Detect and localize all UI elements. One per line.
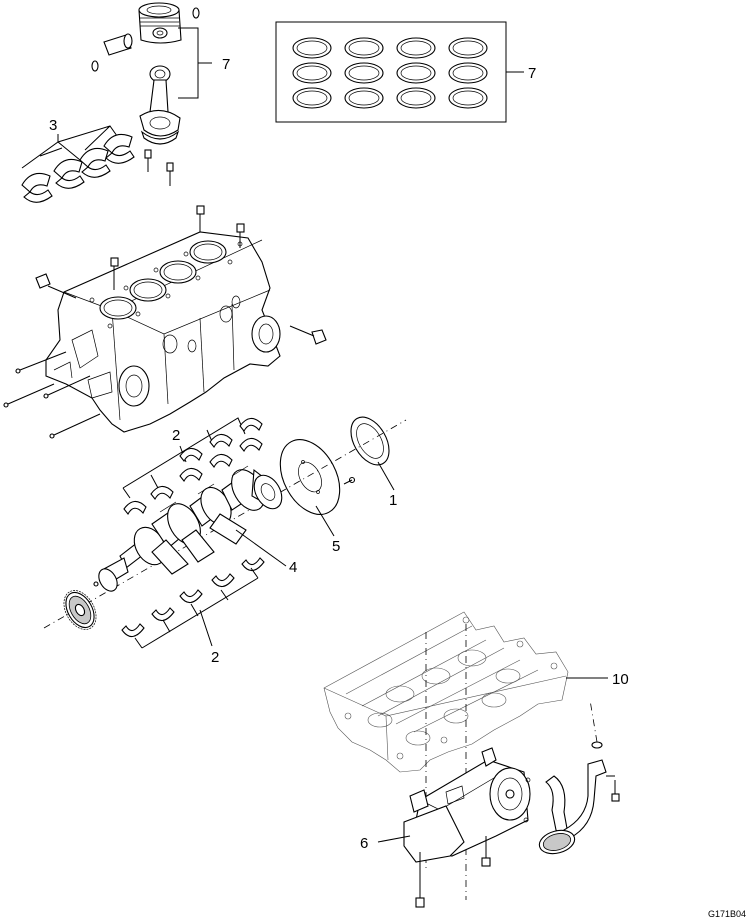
pickup-bolt [606,775,620,802]
leader-rear-seal [377,461,395,491]
oil-pump-bolt-2 [481,836,491,867]
callout-oil-pump: 6 [360,835,368,852]
piston-ring [344,87,384,109]
bearing-shell [150,485,174,500]
connecting-rod [139,65,181,145]
callout-piston-rings: 7 [528,65,536,82]
bearing-shell [209,453,233,468]
pickup-o-ring [591,741,603,749]
flexplate-bolt [343,476,356,485]
pin-clip-left [91,60,99,72]
callout-rod-bearings: 3 [49,117,57,134]
bearing-shell [151,607,175,622]
callout-piston-group: 7 [222,56,230,73]
piston-ring [344,62,384,84]
bearing-shell [211,573,235,588]
crankshaft [98,465,283,592]
crank-timing-gear [63,590,97,630]
callout-crankshaft: 4 [289,559,297,576]
piston-pin [103,33,133,56]
head-bolt-3 [110,257,119,290]
callout-main-bearings-upper: 2 [172,427,180,444]
oil-pan [323,611,569,900]
piston-ring [448,62,488,84]
block-side-bolts [3,351,101,439]
leader-oil-pump [377,835,411,843]
bearing-shell [123,500,147,515]
oil-pump [403,747,531,863]
callout-flexplate: 5 [332,538,340,555]
piston-ring [396,37,436,59]
piston-ring [292,62,332,84]
leader-piston-group [178,27,212,99]
bearing-shell [179,589,203,604]
bearing-shell [241,557,265,572]
pin-clip-right [192,7,200,19]
bearing-shell [209,433,233,448]
oil-pressure-sender [35,273,77,299]
bearing-shell [121,623,145,638]
leader-rod-bearings [21,125,123,169]
head-bolt-2 [236,223,245,248]
piston-ring-set [275,21,524,123]
drain-fitting [289,325,327,345]
rod-bolt-2 [166,162,174,186]
head-bolt-1 [196,205,205,232]
main-bearing-shells-upper [123,417,263,515]
bearing-shell [239,417,263,432]
piston-ring [292,87,332,109]
piston-ring [396,87,436,109]
callout-oil-pan: 10 [612,671,629,688]
bearing-shell [239,437,263,452]
cylinder-block [45,231,281,433]
rear-main-seal [350,416,390,466]
leader-flexplate [315,505,335,537]
bearing-shell [179,447,203,462]
leader-crankshaft [235,529,287,567]
piston-ring [292,37,332,59]
main-bearing-shells-lower [121,557,265,638]
flexplate [279,439,341,515]
crank-key [93,581,99,587]
callout-rear-seal: 1 [389,492,397,509]
piston-ring [396,62,436,84]
piston-assembly [138,2,182,44]
rod-bearing-shells [21,133,135,203]
leader-main-bearings-lower [134,567,259,649]
piston-ring [344,37,384,59]
rod-bolt-1 [144,149,152,172]
oil-pump-bolt-1 [415,852,425,908]
piston-ring [448,37,488,59]
bearing-shell [179,467,203,482]
callout-main-bearings-lower: 2 [211,649,219,666]
oil-pickup-tube [538,759,607,855]
piston-ring [448,87,488,109]
figure-id: G171B04 [708,909,746,919]
